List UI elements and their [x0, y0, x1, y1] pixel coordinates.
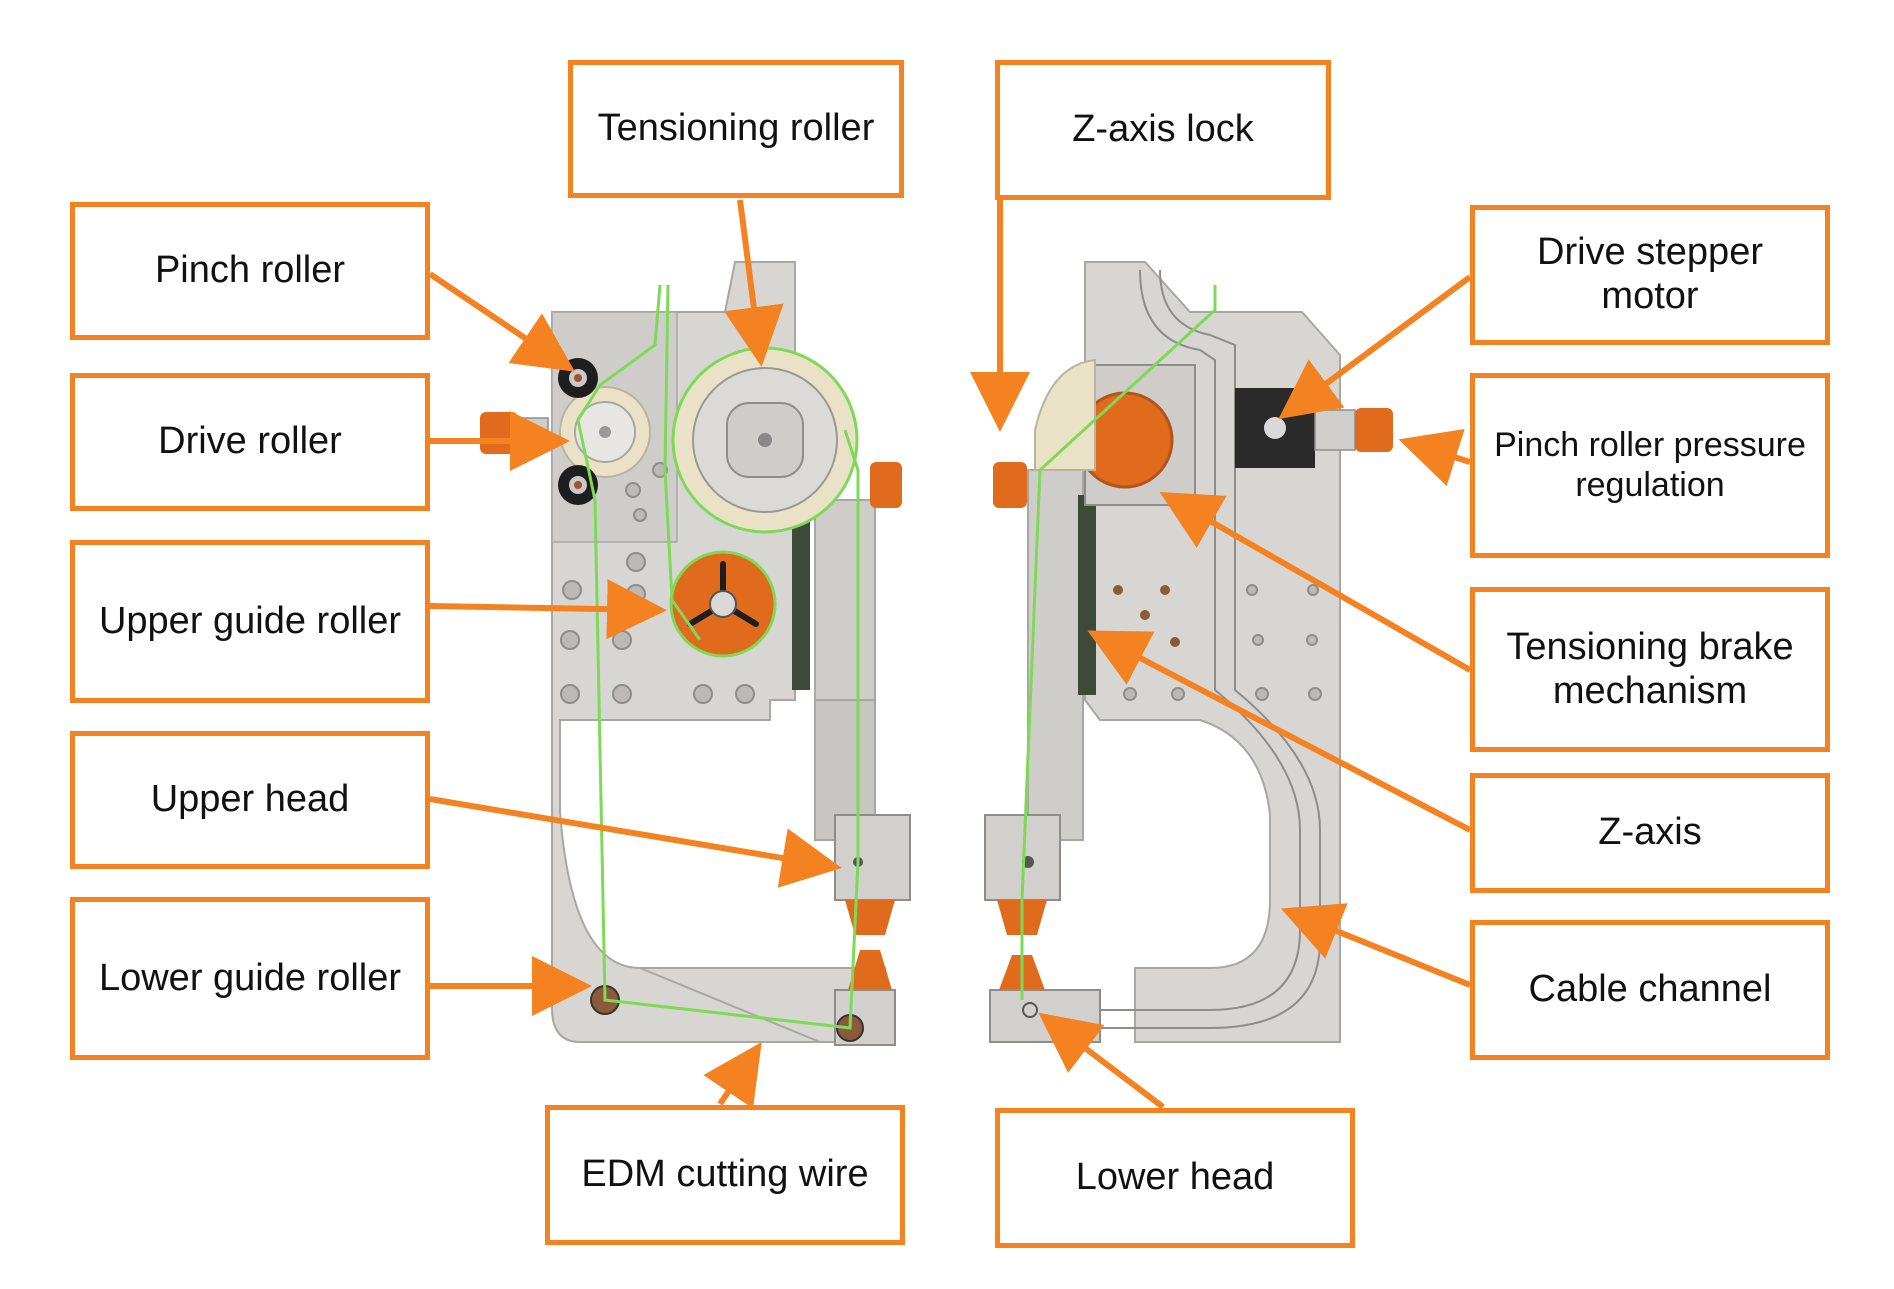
label-z-axis-lock: Z-axis lock	[995, 60, 1331, 200]
arrow-upper-head	[430, 799, 830, 866]
label-z-axis: Z-axis	[1470, 773, 1830, 893]
arrow-edm-cutting-wire	[720, 1052, 755, 1104]
left-tension-knob	[870, 462, 902, 508]
label-drive-stepper-motor: Drive stepper motor	[1470, 205, 1830, 345]
arrow-pinch-roller-pressure	[1410, 443, 1470, 462]
label-cable-channel: Cable channel	[1470, 920, 1830, 1060]
left-pressure-knob	[480, 412, 518, 454]
right-lower-head-block	[990, 990, 1100, 1042]
right-pressure-knob	[1355, 408, 1393, 452]
label-drive-roller: Drive roller	[70, 373, 430, 511]
label-pinch-roller-pressure-regulation: Pinch roller pressure regulation	[1470, 373, 1830, 558]
arrow-pinch-roller	[430, 274, 565, 365]
arrow-upper-guide-roller	[430, 606, 655, 610]
label-lower-head: Lower head	[995, 1108, 1355, 1248]
right-z-lock-knob	[993, 462, 1027, 508]
left-upper-nozzle	[845, 900, 895, 935]
label-upper-head: Upper head	[70, 731, 430, 869]
right-rail	[1078, 495, 1096, 695]
label-tensioning-brake-mechanism: Tensioning brake mechanism	[1470, 587, 1830, 752]
left-upper-head-block	[835, 815, 910, 900]
left-assembly	[480, 262, 910, 1045]
label-upper-guide-roller: Upper guide roller	[70, 540, 430, 703]
label-pinch-roller: Pinch roller	[70, 202, 430, 340]
label-lower-guide-roller: Lower guide roller	[70, 897, 430, 1060]
label-edm-cutting-wire: EDM cutting wire	[545, 1105, 905, 1245]
label-tensioning-roller: Tensioning roller	[568, 60, 904, 198]
